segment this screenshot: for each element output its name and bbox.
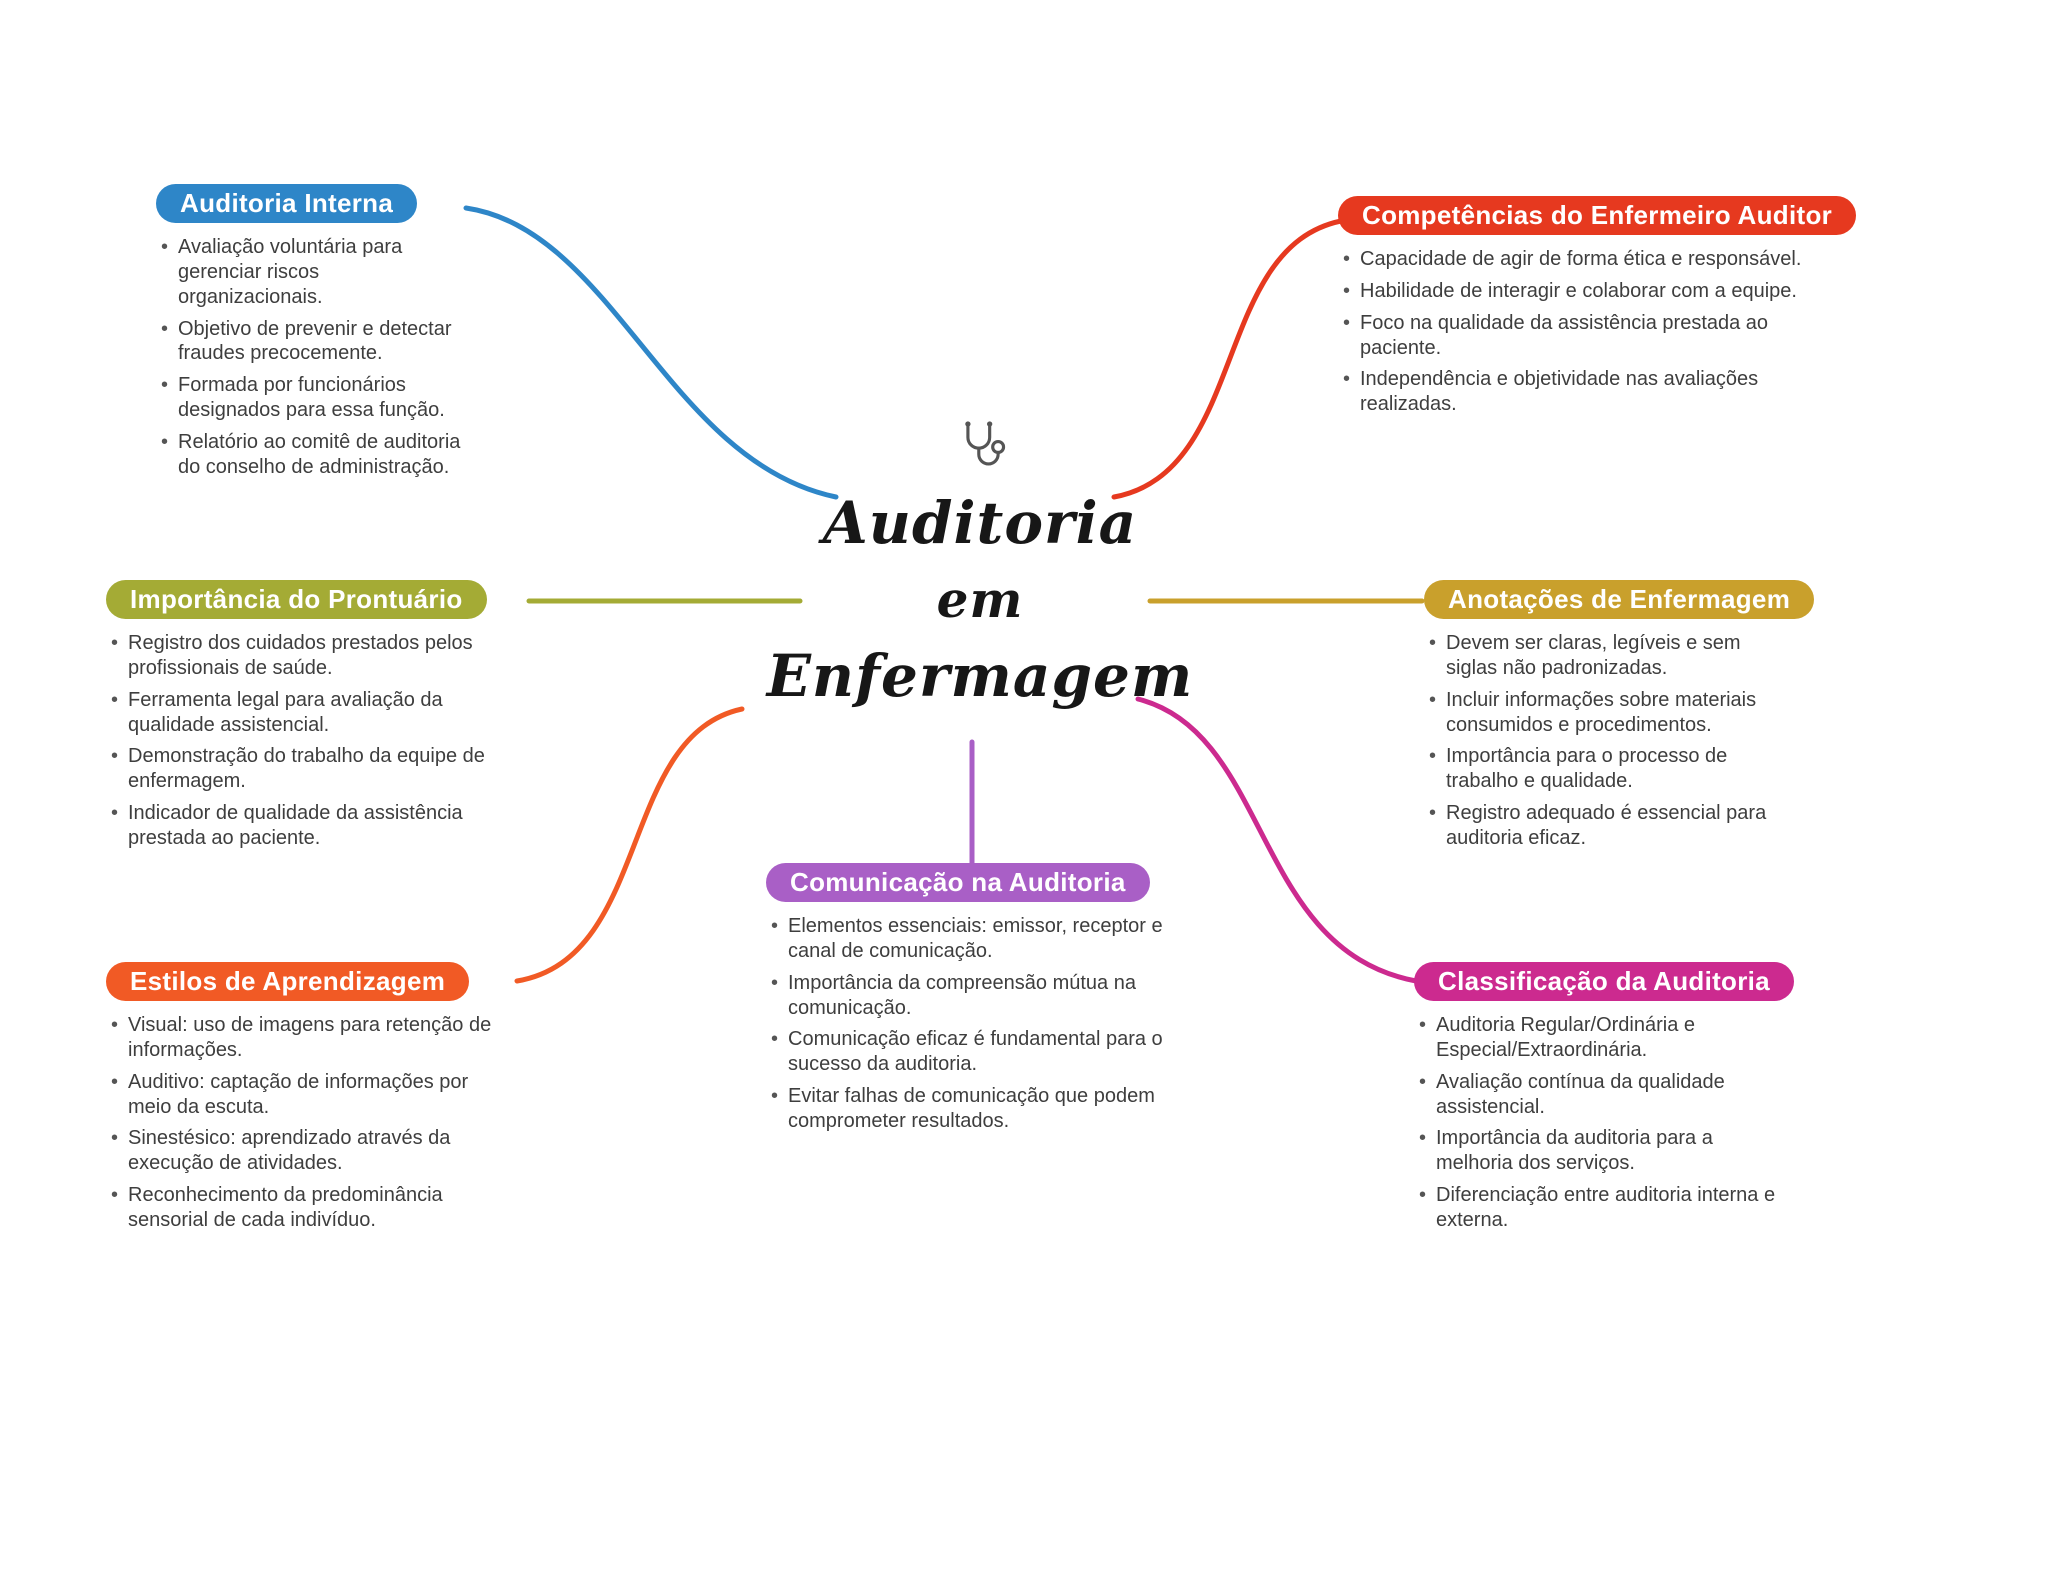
branch-item: Diferenciação entre auditoria interna e … xyxy=(1414,1183,1789,1233)
branch-item: Visual: uso de imagens para retenção de … xyxy=(106,1013,496,1063)
branch-item: Capacidade de agir de forma ética e resp… xyxy=(1338,247,1838,272)
branch-items: Devem ser claras, legíveis e sem siglas … xyxy=(1424,631,1784,850)
branch-item: Auditivo: captação de informações por me… xyxy=(106,1070,496,1120)
branch-item: Importância para o processo de trabalho … xyxy=(1424,744,1784,794)
branch-item: Avaliação voluntária para gerenciar risc… xyxy=(156,235,466,309)
branch-header: Competências do Enfermeiro Auditor xyxy=(1338,196,1857,236)
branch-comunicacao-auditoria: Comunicação na Auditoria Elementos essen… xyxy=(766,863,1171,1141)
branch-item: Importância da compreensão mútua na comu… xyxy=(766,971,1171,1021)
branch-item: Relatório ao comitê de auditoria do cons… xyxy=(156,430,466,480)
branch-header: Importância do Prontuário xyxy=(106,580,487,620)
branch-header: Comunicação na Auditoria xyxy=(766,863,1150,903)
branch-classificacao-auditoria: Classificação da Auditoria Auditoria Reg… xyxy=(1414,962,1794,1240)
branch-item: Indicador de qualidade da assistência pr… xyxy=(106,801,501,851)
branch-item: Foco na qualidade da assistência prestad… xyxy=(1338,311,1838,361)
branch-items: Auditoria Regular/Ordinária e Especial/E… xyxy=(1414,1013,1789,1232)
branch-anotacoes-enfermagem: Anotações de Enfermagem Devem ser claras… xyxy=(1424,580,1815,858)
branch-item: Independência e objetividade nas avaliaç… xyxy=(1338,367,1838,417)
center-node: Auditoria em Enfermagem xyxy=(767,418,1192,718)
connector-estilos xyxy=(514,706,745,984)
branch-items: Visual: uso de imagens para retenção de … xyxy=(106,1013,496,1232)
branch-items: Registro dos cuidados prestados pelos pr… xyxy=(106,631,501,850)
branch-header: Classificação da Auditoria xyxy=(1414,962,1794,1002)
branch-item: Formada por funcionários designados para… xyxy=(156,373,466,423)
branch-item: Reconhecimento da predominância sensoria… xyxy=(106,1183,496,1233)
branch-item: Sinestésico: aprendizado através da exec… xyxy=(106,1126,496,1176)
branch-item: Incluir informações sobre materiais cons… xyxy=(1424,688,1784,738)
branch-item: Registro adequado é essencial para audit… xyxy=(1424,801,1784,851)
stethoscope-icon xyxy=(951,418,1009,476)
branch-item: Habilidade de interagir e colaborar com … xyxy=(1338,279,1838,304)
branch-items: Capacidade de agir de forma ética e resp… xyxy=(1338,247,1838,417)
branch-item: Registro dos cuidados prestados pelos pr… xyxy=(106,631,501,681)
center-title-line3: Enfermagem xyxy=(766,642,1194,711)
branch-item: Evitar falhas de comunicação que podem c… xyxy=(766,1084,1171,1134)
connector-classificacao xyxy=(1135,696,1419,984)
branch-item: Devem ser claras, legíveis e sem siglas … xyxy=(1424,631,1784,681)
branch-item: Comunicação eficaz é fundamental para o … xyxy=(766,1027,1171,1077)
center-title-line1: Auditoria xyxy=(822,489,1138,557)
branch-items: Elementos essenciais: emissor, receptor … xyxy=(766,914,1171,1133)
branch-item: Auditoria Regular/Ordinária e Especial/E… xyxy=(1414,1013,1789,1063)
branch-competencias-enfermeiro-auditor: Competências do Enfermeiro Auditor Capac… xyxy=(1338,196,1857,424)
branch-header: Auditoria Interna xyxy=(156,184,418,224)
branch-item: Avaliação contínua da qualidade assisten… xyxy=(1414,1070,1789,1120)
branch-item: Demonstração do trabalho da equipe de en… xyxy=(106,744,501,794)
branch-auditoria-interna: Auditoria Interna Avaliação voluntária p… xyxy=(156,184,466,486)
center-title-line2: em xyxy=(936,570,1024,630)
branch-item: Importância da auditoria para a melhoria… xyxy=(1414,1126,1789,1176)
branch-importancia-prontuario: Importância do Prontuário Registro dos c… xyxy=(106,580,501,858)
branch-items: Avaliação voluntária para gerenciar risc… xyxy=(156,235,466,479)
branch-header: Estilos de Aprendizagem xyxy=(106,962,470,1002)
branch-estilos-aprendizagem: Estilos de Aprendizagem Visual: uso de i… xyxy=(106,962,496,1240)
branch-header: Anotações de Enfermagem xyxy=(1424,580,1815,620)
branch-item: Elementos essenciais: emissor, receptor … xyxy=(766,914,1171,964)
branch-item: Objetivo de prevenir e detectar fraudes … xyxy=(156,317,466,367)
branch-item: Ferramenta legal para avaliação da quali… xyxy=(106,688,501,738)
